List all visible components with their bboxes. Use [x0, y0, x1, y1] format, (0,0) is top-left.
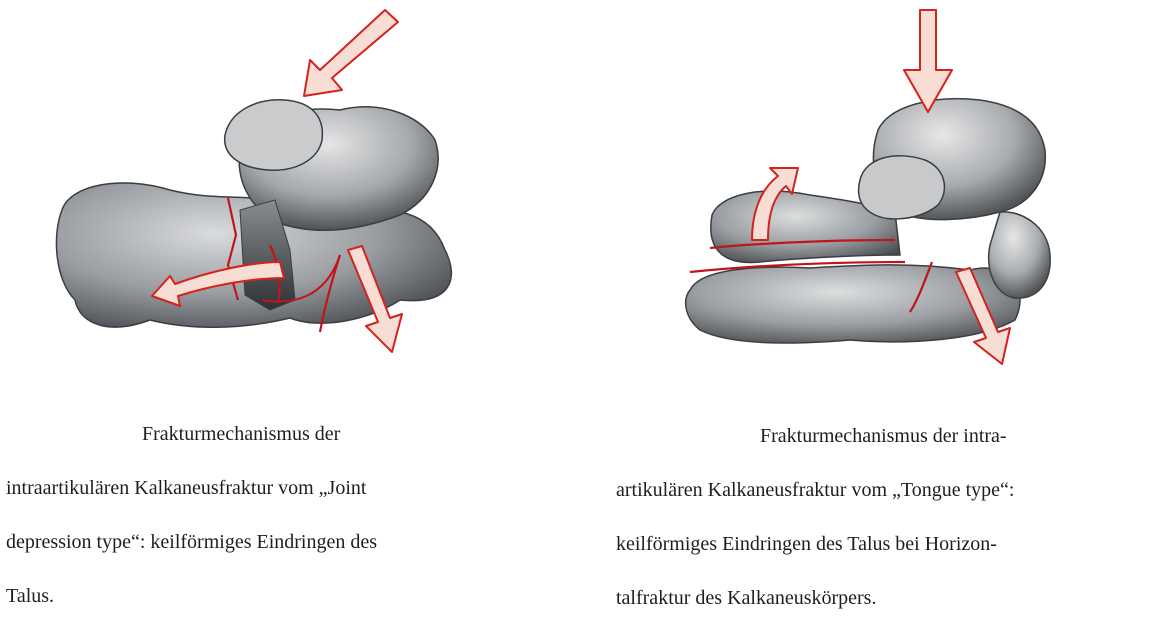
figure-caption-joint-depression: Frakturmechanismus der intraartikulären …: [6, 394, 516, 637]
tongue-type-drawing: [670, 0, 1070, 380]
caption-line: Frakturmechanismus der intra-: [616, 423, 1156, 450]
impact-arrow: [304, 10, 398, 96]
caption-line: Frakturmechanismus der: [6, 421, 516, 448]
caption-line: Talus.: [6, 583, 516, 610]
caption-line: keilförmiges Eindringen des Talus bei Ho…: [616, 531, 1156, 558]
caption-line: intraartikulären Kalkaneusfraktur vom „J…: [6, 475, 516, 502]
figure-caption-tongue-type: Frakturmechanismus der intra- artikuläre…: [616, 396, 1156, 639]
navicular-bone: [989, 212, 1050, 298]
impact-arrow: [904, 10, 952, 112]
talus-head: [225, 100, 323, 170]
joint-depression-illustration: [40, 0, 510, 370]
caption-line: artikulären Kalkaneusfraktur vom „Tongue…: [616, 477, 1156, 504]
tongue-type-illustration: [670, 0, 1070, 380]
caption-line: depression type“: keilförmiges Eindringe…: [6, 529, 516, 556]
caption-line: talfraktur des Kalkaneuskörpers.: [616, 585, 1156, 612]
talus-head: [859, 156, 945, 219]
joint-depression-drawing: [40, 0, 510, 370]
